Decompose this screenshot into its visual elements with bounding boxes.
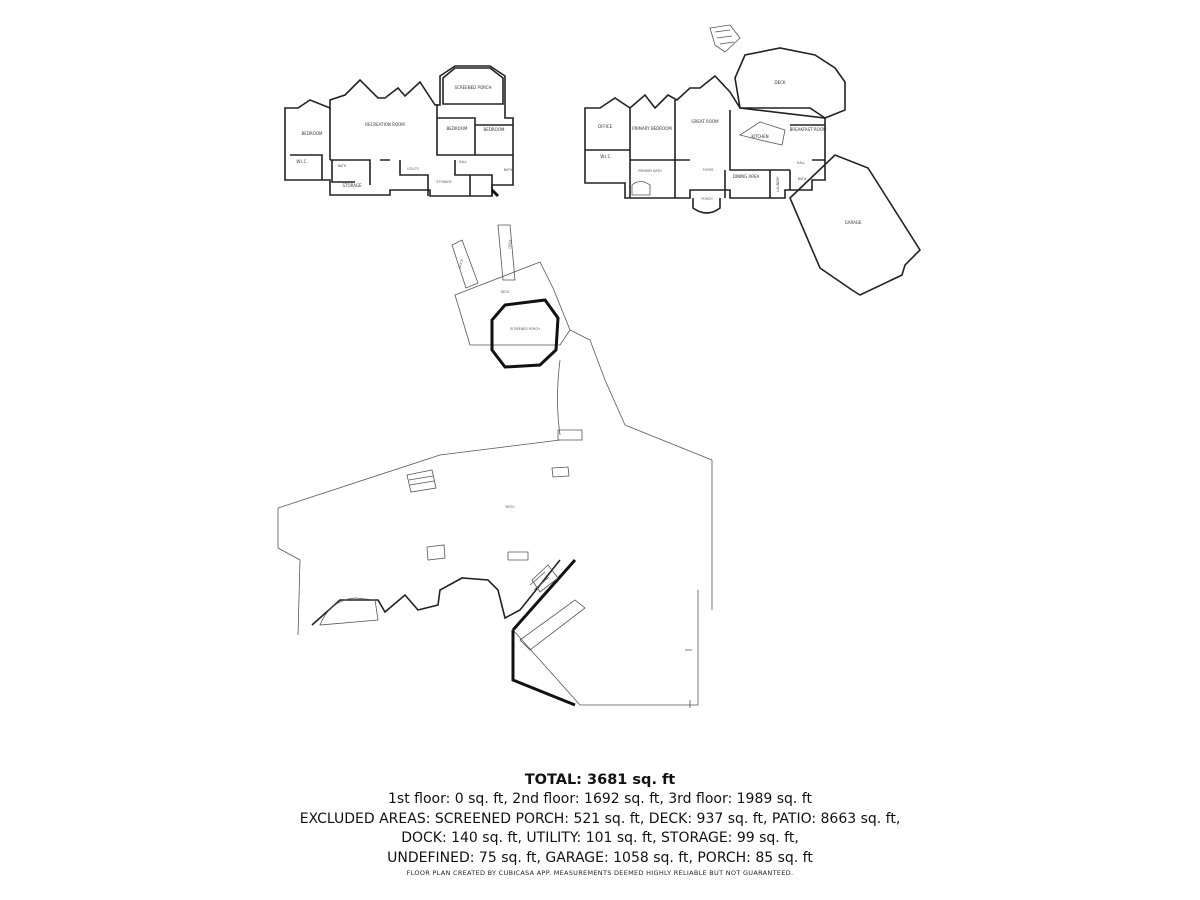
room-label-kitchen: KITCHEN <box>751 134 768 139</box>
screened-porch-b-shape <box>490 298 560 369</box>
room-label-laundry: LAUNDRY <box>776 176 780 191</box>
site-label-deck-b: DECK <box>501 290 511 294</box>
room-label-foyer: FOYER <box>703 168 714 172</box>
room-label-primary-bath: PRIMARY BATH <box>638 169 662 173</box>
site-plan: DOCK DOCK DECK SCREENED PORCH PATIO <box>277 224 713 708</box>
room-label-wic-a: W.I.C. <box>296 159 307 164</box>
screened-porch-a-shape <box>442 67 504 105</box>
room-label-recreation-room: RECREATION ROOM <box>365 122 405 127</box>
room-label-wic-b: W.I.C. <box>600 154 611 159</box>
excluded-areas-line-2: DOCK: 140 sq. ft, UTILITY: 101 sq. ft, S… <box>401 830 799 846</box>
room-label-storage-a: STORAGE <box>342 183 362 188</box>
walkway <box>557 329 626 436</box>
floor-areas: 1st floor: 0 sq. ft, 2nd floor: 1692 sq.… <box>388 791 812 807</box>
site-label-dock-b: DOCK <box>508 238 513 248</box>
deck-a-shape <box>734 47 846 119</box>
dock-a-shape <box>451 239 479 289</box>
steps <box>557 429 583 441</box>
room-label-great-room: GREAT ROOM <box>691 119 719 124</box>
plan-b-outline <box>584 74 826 199</box>
floor-plan-a: BEDROOM W.I.C. BATH STORAGE RECREATION R… <box>284 65 514 198</box>
patio-steps <box>529 564 559 593</box>
patio-rounded-feature <box>319 597 379 626</box>
area-summary: TOTAL: 3681 sq. ft 1st floor: 0 sq. ft, … <box>0 770 1200 868</box>
patio-furniture-b <box>551 466 570 478</box>
site-label-patio: PATIO <box>505 505 515 509</box>
room-label-storage-b: STORAGE <box>436 180 451 184</box>
patio-furniture-c <box>426 544 446 561</box>
excluded-areas-line-1: EXCLUDED AREAS: SCREENED PORCH: 521 sq. … <box>299 810 901 827</box>
bath-tub <box>631 181 651 196</box>
patio-furniture-a <box>406 469 437 493</box>
patio-counter <box>519 599 586 651</box>
kitchen-island <box>739 121 786 146</box>
room-label-bath-b: BATH <box>504 168 513 172</box>
patio-building-edge <box>311 559 561 626</box>
room-label-bedroom-b: BEDROOM <box>447 126 468 131</box>
room-label-primary-bedroom: PRIMARY BEDROOM <box>632 126 672 131</box>
plan-a-outline <box>284 65 514 197</box>
room-label-porch: PORCH <box>701 197 713 201</box>
site-label-dock-a: DOCK <box>458 258 465 269</box>
deck-stairs <box>709 24 741 53</box>
room-label-hall-a: HALL <box>459 160 467 164</box>
disclaimer: FLOOR PLAN CREATED BY CUBICASA APP. MEAS… <box>406 869 794 877</box>
total-area: TOTAL: 3681 sq. ft <box>524 772 676 788</box>
garage-shape <box>789 154 922 296</box>
room-label-bedroom-c: BEDROOM <box>484 127 505 132</box>
porch-shape <box>692 198 721 214</box>
patio-bench <box>507 551 529 561</box>
room-label-deck-a: DECK <box>774 80 785 85</box>
room-label-screened-porch-a: SCREENED PORCH <box>455 85 492 90</box>
patio-wall-a <box>511 559 577 707</box>
patio-edge-marks <box>685 649 692 708</box>
dock-b-shape <box>497 224 516 281</box>
room-label-dining-area: DINING AREA <box>733 174 760 179</box>
room-label-utility: UTILITY <box>407 167 419 171</box>
room-label-hall-b: HALL <box>797 161 805 165</box>
room-label-office: OFFICE <box>598 124 613 129</box>
room-label-bath-a: BATH <box>338 164 347 168</box>
floor-plan-b: OFFICE PRIMARY BEDROOM W.I.C. PRIMARY BA… <box>584 24 922 296</box>
room-label-bedroom-a: BEDROOM <box>302 131 323 136</box>
room-label-bath-c: BATH <box>798 177 807 181</box>
patio-outline <box>277 424 713 706</box>
room-label-breakfast-room: BREAKFAST ROOM <box>790 127 827 132</box>
floor-plan-drawing: BEDROOM W.I.C. BATH STORAGE RECREATION R… <box>277 24 922 708</box>
room-label-garage: GARAGE <box>845 220 862 225</box>
excluded-areas-line-3: UNDEFINED: 75 sq. ft, GARAGE: 1058 sq. f… <box>387 849 813 866</box>
site-label-screened-porch-b: SCREENED PORCH <box>510 327 540 331</box>
